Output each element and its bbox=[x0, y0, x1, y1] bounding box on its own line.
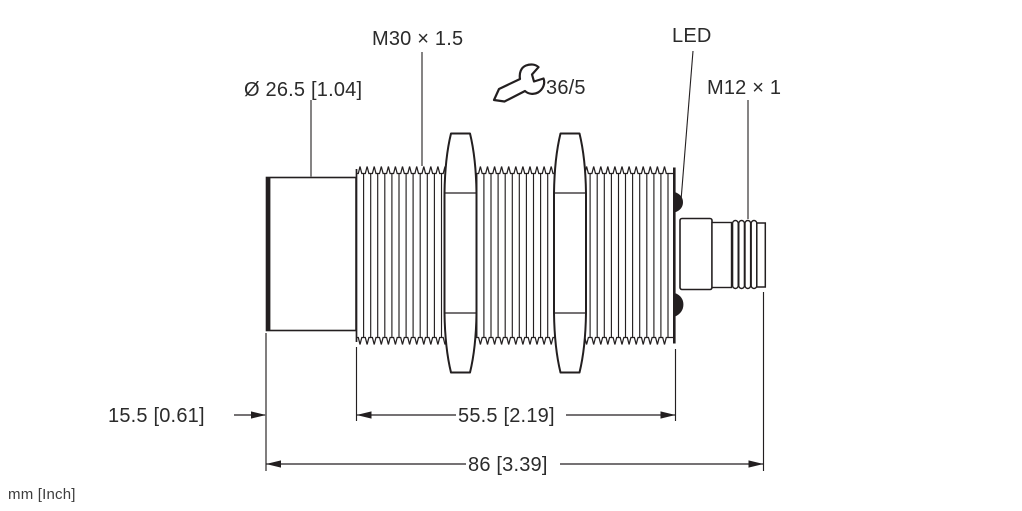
units-footer: mm [Inch] bbox=[8, 486, 76, 503]
wrench-icon bbox=[492, 63, 546, 103]
connector-cap bbox=[679, 217, 713, 291]
dimension-arrows bbox=[251, 411, 764, 468]
overall-length-dimension: 86 [3.39] bbox=[468, 454, 548, 476]
led-top bbox=[674, 192, 683, 213]
connector-tip bbox=[756, 222, 767, 288]
wrench-size-label: 36/5 bbox=[546, 77, 586, 99]
head-diameter-label: Ø 26.5 [1.04] bbox=[244, 79, 363, 101]
sensor-head bbox=[265, 176, 357, 332]
leader-lines bbox=[310, 50, 749, 219]
dimension-lines bbox=[234, 292, 765, 471]
m30-thread bbox=[356, 166, 674, 345]
hex-nut bbox=[443, 132, 478, 374]
head-length-dimension: 15.5 [0.61] bbox=[108, 405, 205, 427]
led-label: LED bbox=[672, 25, 712, 47]
m12-connector bbox=[679, 217, 767, 291]
connector-neck bbox=[711, 221, 733, 289]
sensor-body bbox=[265, 132, 767, 374]
m12-thread bbox=[731, 219, 758, 290]
led-bottom bbox=[674, 293, 684, 317]
thread-spec-label: M30 × 1.5 bbox=[372, 28, 464, 50]
hex-nut bbox=[553, 132, 587, 374]
thread-length-dimension: 55.5 [2.19] bbox=[458, 405, 555, 427]
led-leader bbox=[680, 50, 694, 204]
connector-spec-label: M12 × 1 bbox=[707, 77, 782, 99]
led-indicators bbox=[674, 192, 684, 317]
